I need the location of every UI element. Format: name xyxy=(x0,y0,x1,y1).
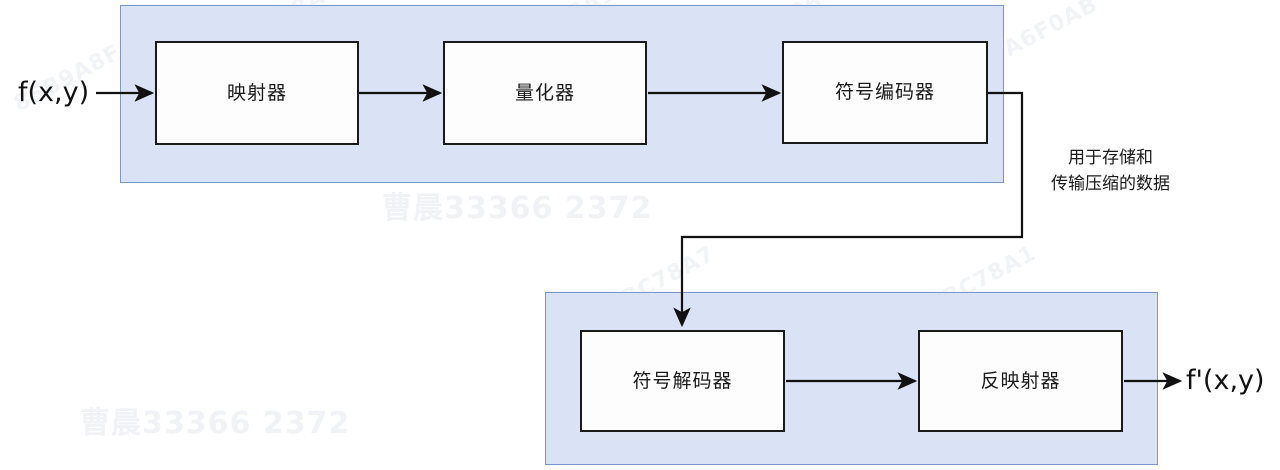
node-mapper[interactable]: 映射器 xyxy=(155,41,359,145)
node-symbol-encoder-label: 符号编码器 xyxy=(834,81,935,104)
node-inverse-mapper-label: 反映射器 xyxy=(980,369,1061,392)
watermark-name-2: 曹晨33366 2372 xyxy=(80,406,351,441)
channel-annotation-line2: 传输压缩的数据 xyxy=(1051,174,1170,195)
node-symbol-encoder[interactable]: 符号编码器 xyxy=(782,41,988,144)
node-symbol-decoder[interactable]: 符号解码器 xyxy=(580,330,785,432)
node-quantizer[interactable]: 量化器 xyxy=(443,41,647,145)
channel-annotation: 用于存储和 传输压缩的数据 xyxy=(1033,145,1188,198)
input-signal-label: f(x,y) xyxy=(18,77,90,108)
node-inverse-mapper[interactable]: 反映射器 xyxy=(918,330,1123,432)
node-symbol-decoder-label: 符号解码器 xyxy=(632,369,733,392)
output-signal-label: f'(x,y) xyxy=(1186,365,1265,396)
channel-annotation-line1: 用于存储和 xyxy=(1068,148,1153,168)
watermark-hex-5: A6F0AB xyxy=(1000,0,1103,63)
watermark-name-1: 曹晨33366 2372 xyxy=(382,191,653,226)
node-mapper-label: 映射器 xyxy=(226,81,287,104)
node-quantizer-label: 量化器 xyxy=(514,81,575,104)
